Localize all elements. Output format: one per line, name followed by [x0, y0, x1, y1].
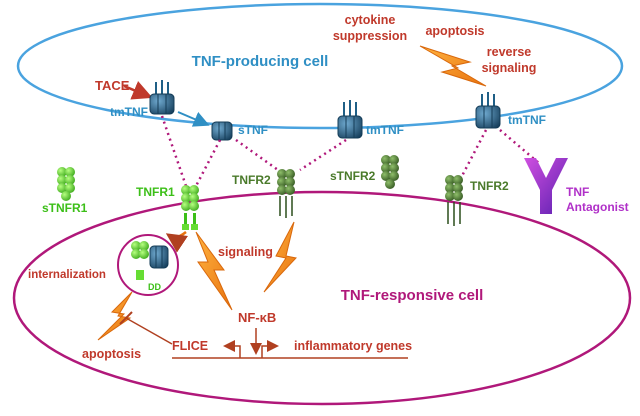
promoter-arrow-right	[261, 340, 279, 358]
stnf-label: sTNF	[238, 123, 268, 137]
reverse-label: reverse	[487, 45, 532, 59]
promoter-arrow-left	[223, 340, 241, 358]
tnfr1-label: TNFR1	[136, 185, 175, 199]
apoptosis-top-label: apoptosis	[425, 24, 484, 38]
tnfr2-b-label: TNFR2	[470, 179, 509, 193]
stnfr2-label: sTNFR2	[330, 169, 376, 183]
tmtnf-2-label: tmTNF	[366, 123, 404, 137]
tmtnf-trimer-icon	[149, 80, 175, 115]
nfkb-label: NF-κB	[238, 310, 276, 325]
tmtnf-1-label: tmTNF	[110, 105, 148, 119]
tmtnf-3-label: tmTNF	[508, 113, 546, 127]
tmtnf-trimer-icon	[337, 100, 363, 139]
internalized-complex-icon	[131, 241, 169, 280]
tnfr2-receptor-icon	[277, 169, 295, 218]
tmtnf-trimer-icon	[475, 92, 501, 129]
inflammatory-genes-label: inflammatory genes	[294, 339, 412, 353]
lightning-bolt-icon	[195, 231, 233, 311]
signaling-label: signaling	[218, 245, 273, 259]
y-antagonist-icon	[524, 158, 568, 214]
lightning-bolt-icon	[263, 221, 297, 293]
flice-inhibition-line	[125, 317, 173, 345]
tnf-antagonist-label-1: TNF	[566, 185, 589, 199]
lightning-bolt-icon	[97, 291, 133, 341]
apoptosis-bottom-label: apoptosis	[82, 347, 141, 361]
tnfr1-receptor-icon	[181, 185, 199, 230]
responsive-cell-label: TNF-responsive cell	[341, 287, 484, 304]
internalization-vesicle	[117, 234, 179, 296]
internalization-label: internalization	[28, 269, 106, 281]
tace-label: TACE	[95, 78, 130, 93]
lightning-bolt-icon	[419, 45, 487, 87]
flice-label: FLICE	[172, 339, 208, 353]
stnfr1-receptor-icon	[57, 167, 75, 201]
tnfr2-receptor-icon	[445, 175, 463, 226]
tnfr2-a-label: TNFR2	[232, 173, 271, 187]
producing-cell-label: TNF-producing cell	[192, 53, 329, 70]
internalization-arrow	[165, 231, 189, 253]
tnf-responsive-cell-membrane	[12, 190, 632, 406]
tnf-producing-cell-membrane	[16, 2, 624, 130]
stnfr2-receptor-icon	[381, 155, 399, 189]
stnf-trimer-icon	[211, 121, 233, 141]
suppression-label: suppression	[333, 29, 407, 43]
stnfr1-label: sTNFR1	[42, 201, 88, 215]
inhibition-bar	[119, 311, 133, 325]
tace-arrow	[123, 81, 153, 100]
signaling-top-label: signaling	[482, 61, 537, 75]
tnf-antagonist-label-2: Antagonist	[566, 200, 629, 214]
cytokine-label: cytokine	[345, 13, 396, 27]
shedding-arrow	[177, 111, 210, 127]
dd-label: DD	[148, 282, 161, 292]
